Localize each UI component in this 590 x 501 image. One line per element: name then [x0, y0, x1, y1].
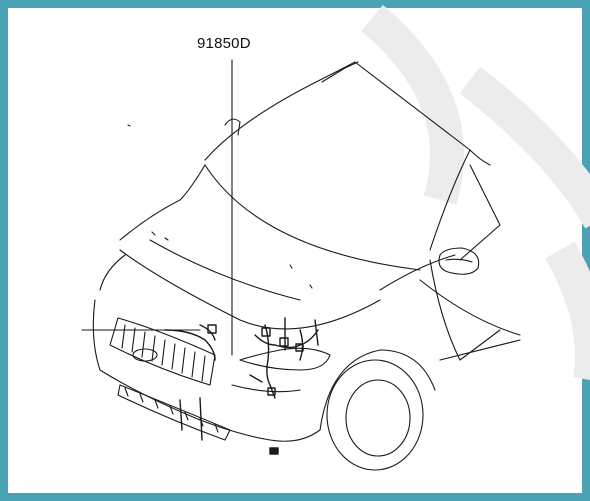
- hood-crease: [149, 239, 301, 301]
- side-mirror: [438, 247, 480, 275]
- fender-top: [379, 254, 456, 291]
- lower-grille: [117, 384, 231, 441]
- watermark: [360, 4, 590, 380]
- roof-line: [321, 61, 359, 83]
- part-number-label: 91850D: [197, 35, 251, 52]
- badge-emblem: [132, 348, 158, 362]
- body-side: [419, 279, 521, 336]
- wiper-marks: [224, 118, 241, 136]
- rocker: [439, 339, 521, 361]
- front-bumper: [92, 299, 321, 442]
- windshield-outline: [204, 61, 491, 166]
- door-line: [429, 259, 501, 361]
- headlamp: [239, 347, 331, 371]
- hood-rear-edge: [204, 164, 421, 271]
- wheel-arch: [319, 349, 436, 431]
- a-pillar: [429, 149, 471, 251]
- bumper-lip: [99, 254, 126, 291]
- wiring-harness: [164, 317, 319, 455]
- front-wheel: [326, 359, 424, 471]
- hood-front-edge: [119, 249, 381, 330]
- grille-outline: [109, 317, 216, 386]
- hood-top: [119, 164, 206, 241]
- side-window: [459, 164, 501, 261]
